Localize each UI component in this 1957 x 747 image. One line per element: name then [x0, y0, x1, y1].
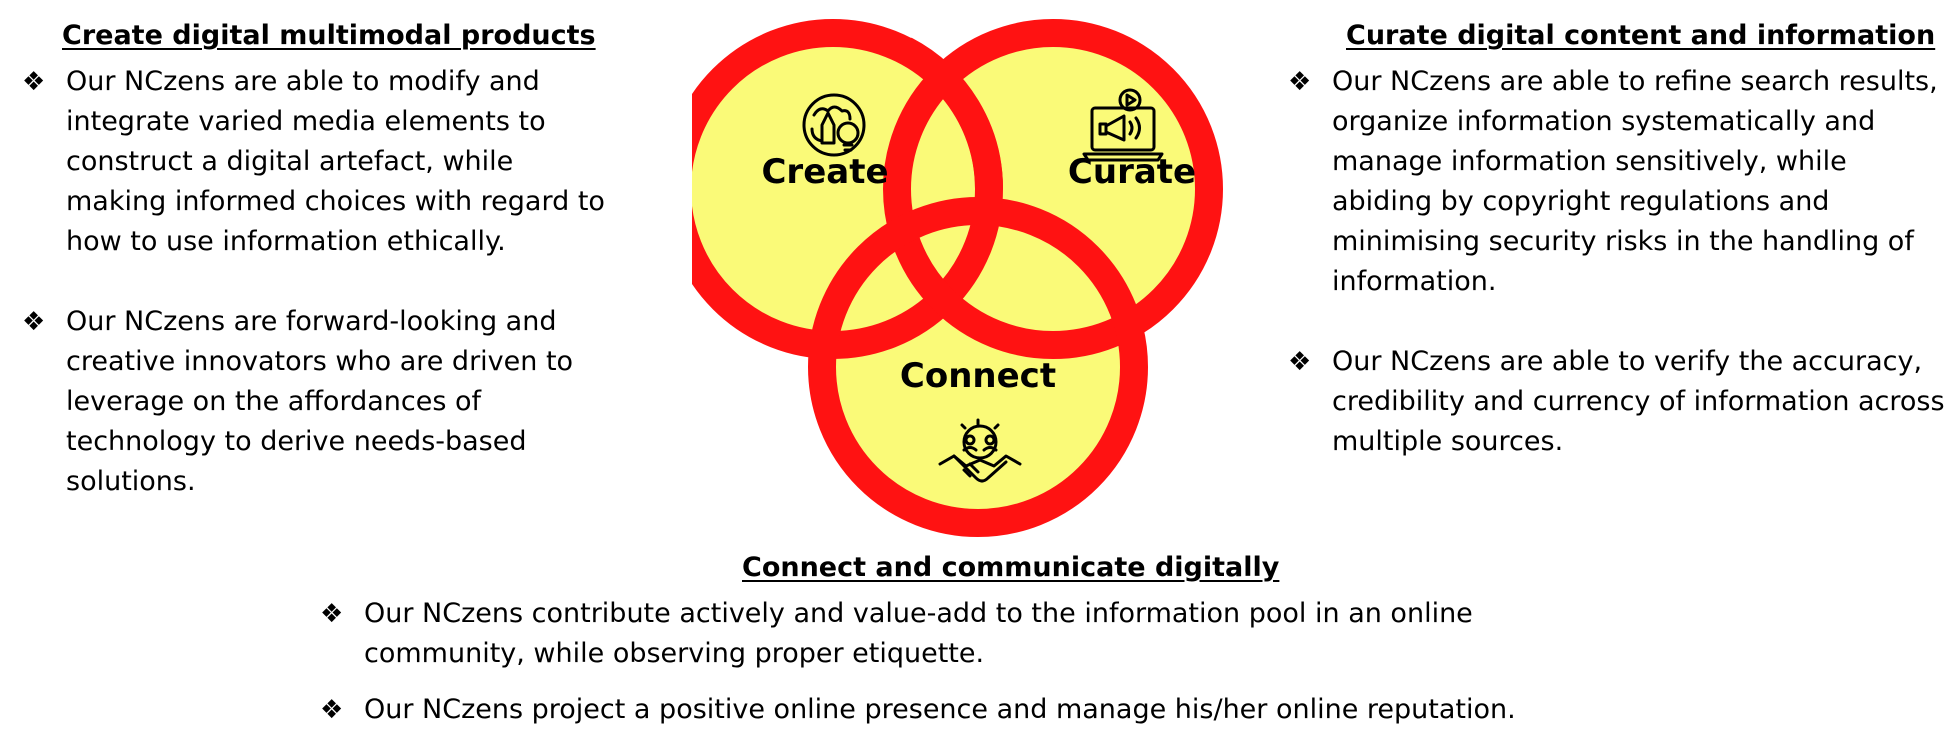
diamond-bullet-icon: ❖ [22, 67, 46, 97]
list-item: ❖ Our NCzens contribute actively and val… [320, 594, 1620, 674]
list-item: ❖ Our NCzens project a positive online p… [320, 690, 1620, 730]
connect-circle-fill [822, 211, 1134, 523]
bullet-text: Our NCzens are able to verify the accura… [1332, 346, 1945, 457]
diamond-bullet-icon: ❖ [1288, 347, 1312, 377]
list-item: ❖ Our NCzens are able to verify the accu… [1288, 342, 1948, 462]
bullet-text: Our NCzens are able to modify and integr… [66, 66, 605, 257]
connect-circle-ring [808, 197, 1148, 537]
list-item: ❖ Our NCzens are able to refine search r… [1288, 62, 1948, 302]
curate-heading: Curate digital content and information [1346, 20, 1936, 51]
bullet-text: Our NCzens are able to refine search res… [1332, 66, 1938, 297]
diamond-bullet-icon: ❖ [320, 695, 344, 725]
curate-label: Curate [1068, 152, 1196, 192]
connect-heading: Connect and communicate digitally [742, 552, 1280, 583]
list-item: ❖ Our NCzens are forward-looking and cre… [22, 302, 622, 502]
diamond-bullet-icon: ❖ [22, 307, 46, 337]
list-item: ❖ Our NCzens are able to modify and inte… [22, 62, 622, 262]
connect-bullet-list: ❖ Our NCzens contribute actively and val… [320, 594, 1620, 746]
bullet-text: Our NCzens contribute actively and value… [364, 598, 1473, 669]
bullet-text: Our NCzens are forward-looking and creat… [66, 306, 574, 497]
diamond-bullet-icon: ❖ [1288, 67, 1312, 97]
venn-diagram: Create Curate Connect [692, 19, 1223, 537]
curate-bullet-list: ❖ Our NCzens are able to refine search r… [1288, 62, 1948, 502]
diamond-bullet-icon: ❖ [320, 599, 344, 629]
bullet-text: Our NCzens project a positive online pre… [364, 694, 1516, 725]
connect-label: Connect [900, 356, 1056, 396]
curate-circle-ring [883, 19, 1223, 359]
handshake-people-icon [938, 418, 1022, 483]
lightbulb-brain-icon [802, 93, 866, 157]
create-heading: Create digital multimodal products [62, 20, 596, 51]
create-bullet-list: ❖ Our NCzens are able to modify and inte… [22, 62, 622, 542]
create-ring-weave [898, 37, 1004, 190]
laptop-megaphone-icon [1082, 88, 1164, 162]
create-label: Create [761, 152, 888, 192]
